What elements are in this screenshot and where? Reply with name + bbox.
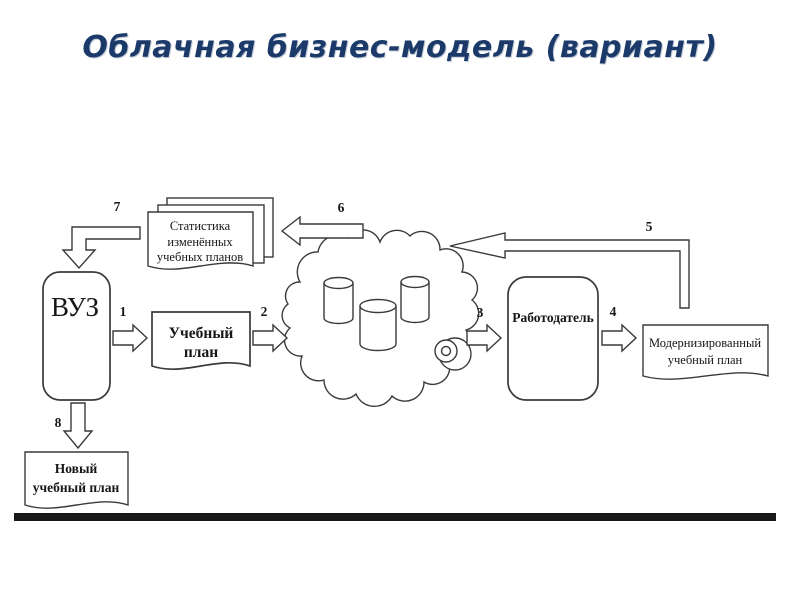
document-shape [24, 451, 129, 509]
arrow-3-icon [466, 323, 503, 353]
arrow-label-7: 7 [114, 199, 121, 214]
arrow-7-icon [61, 226, 141, 270]
employer-node: Работодатель [507, 276, 599, 401]
document-shape [151, 311, 251, 370]
svg-text:Учебный: Учебный [169, 325, 234, 342]
arrow-label-4: 4 [610, 304, 617, 319]
vuz-label: ВУЗ [51, 292, 99, 322]
slide-title: Облачная бизнес-модель (вариант) [82, 30, 718, 65]
arrow-8-icon [62, 402, 94, 450]
arrow-label-6: 6 [338, 200, 345, 215]
arrow-6-icon [280, 215, 364, 247]
svg-text:Новый: Новый [55, 461, 98, 476]
svg-text:Статистика: Статистика [170, 219, 231, 233]
arrow-label-2: 2 [261, 304, 268, 319]
database-cylinder-icon [359, 298, 397, 352]
arrow-label-8: 8 [55, 415, 62, 430]
svg-text:изменённых: изменённых [167, 235, 233, 249]
connector-circles-icon [434, 337, 472, 371]
svg-text:Модернизированный: Модернизированный [649, 336, 761, 350]
cloud-node [281, 229, 480, 408]
footer-bar [14, 513, 776, 521]
modernized-doc-node: Модернизированный учебный план [642, 324, 769, 380]
arrow-5-icon [449, 232, 690, 309]
employer-label: Работодатель [512, 310, 594, 325]
svg-text:учебный план: учебный план [33, 480, 120, 495]
arrow-label-1: 1 [120, 304, 127, 319]
new-plan-doc-node: Новый учебный план [24, 451, 129, 509]
database-cylinder-icon [400, 275, 430, 324]
svg-text:план: план [184, 344, 218, 361]
arrow-4-icon [601, 323, 638, 353]
vuz-node: ВУЗ [42, 271, 111, 401]
document-shape [147, 211, 254, 270]
svg-text:учебных планов: учебных планов [157, 250, 243, 264]
curriculum-doc-node: Учебный план [151, 311, 251, 370]
document-shape [642, 324, 769, 380]
arrow-1-icon [112, 323, 149, 353]
arrow-label-5: 5 [646, 219, 653, 234]
database-cylinder-icon [323, 276, 354, 325]
svg-text:учебный план: учебный план [668, 353, 743, 367]
arrow-label-3: 3 [477, 305, 484, 320]
arrow-2-icon [252, 323, 289, 353]
stats-doc-node: Статистика изменённых учебных планов [147, 197, 274, 270]
